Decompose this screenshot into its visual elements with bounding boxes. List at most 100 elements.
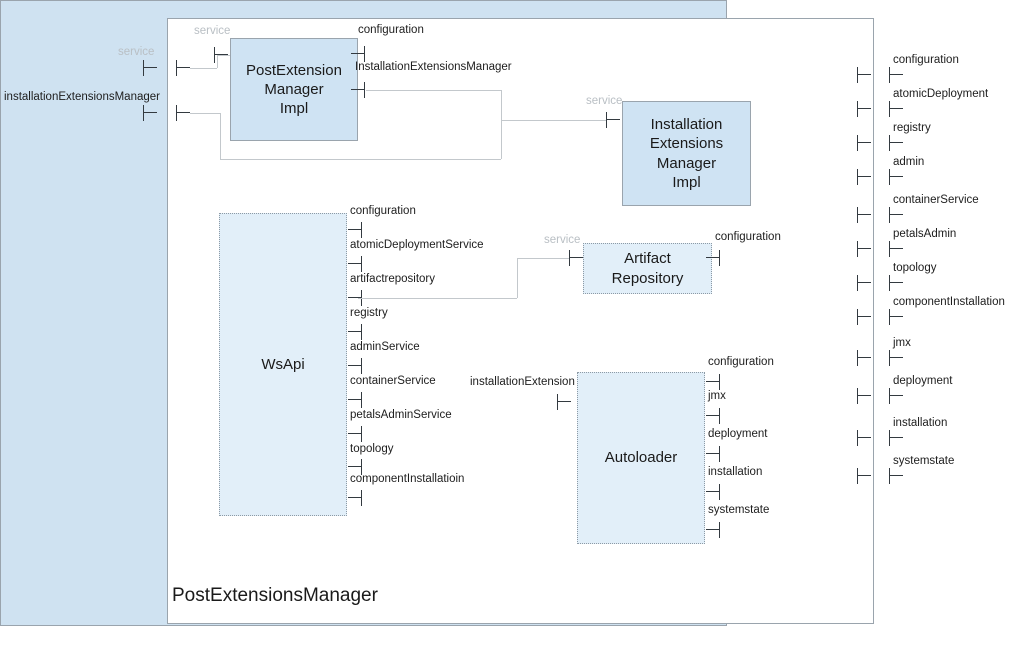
component-port-label-wsapi-admin-service: adminService: [350, 341, 420, 353]
component-port-wsapi-container-service[interactable]: [348, 392, 362, 408]
component-port-ar-configuration[interactable]: [706, 250, 720, 266]
external-port-label-installation-extensions-manager: installationExtensionsManager: [4, 91, 160, 103]
external-port-label-configuration: configuration: [893, 54, 959, 66]
component-port-label-wsapi-petals-admin-service: petalsAdminService: [350, 409, 452, 421]
external-port-label-component-installation: componentInstallation: [893, 296, 1005, 308]
component-label-autoloader: Autoloader: [604, 449, 678, 467]
component-installation-extensions-manager-impl[interactable]: Installation Extensions Manager Impl: [622, 101, 751, 206]
external-port-jmx-inner[interactable]: [857, 350, 871, 366]
component-port-wsapi-petals-admin-service[interactable]: [348, 426, 362, 442]
external-port-admin-inner[interactable]: [857, 169, 871, 185]
external-port-container-service-inner[interactable]: [857, 207, 871, 223]
delegation-line-service-h2: [217, 55, 233, 56]
external-port-configuration-outer[interactable]: [889, 67, 903, 83]
external-port-service-outer[interactable]: [143, 60, 157, 76]
component-port-autoloader-systemstate[interactable]: [706, 522, 720, 538]
external-port-admin-outer[interactable]: [889, 169, 903, 185]
external-port-label-container-service: containerService: [893, 194, 979, 206]
external-port-atomic-deployment-outer[interactable]: [889, 101, 903, 117]
component-ws-api[interactable]: WsApi: [219, 213, 347, 516]
external-port-container-service-outer[interactable]: [889, 207, 903, 223]
delegation-line-iem-v1: [220, 113, 221, 159]
component-port-autoloader-installation[interactable]: [706, 484, 720, 500]
external-port-component-installation-outer[interactable]: [889, 309, 903, 325]
external-port-topology-outer[interactable]: [889, 275, 903, 291]
assembly-line-pemi-iem-h1: [366, 90, 501, 91]
delegation-line-service-h1: [190, 68, 217, 69]
component-artifact-repository[interactable]: Artifact Repository: [583, 243, 712, 294]
external-port-deployment-inner[interactable]: [857, 388, 871, 404]
external-port-petals-admin-inner[interactable]: [857, 241, 871, 257]
page-title: PostExtensionsManager: [172, 585, 378, 606]
assembly-line-wsapi-ar-h1: [358, 298, 517, 299]
component-port-label-wsapi-configuration: configuration: [350, 205, 416, 217]
component-port-label-autoloader-systemstate: systemstate: [708, 504, 770, 516]
external-port-label-systemstate: systemstate: [893, 455, 955, 467]
external-port-component-installation-inner[interactable]: [857, 309, 871, 325]
external-port-registry-inner[interactable]: [857, 135, 871, 151]
external-port-label-service: service: [118, 46, 155, 58]
component-port-autoloader-configuration[interactable]: [706, 374, 720, 390]
component-label-post-extension-manager-impl: PostExtension Manager Impl: [246, 61, 342, 118]
component-port-autoloader-installation-extension[interactable]: [557, 394, 571, 410]
component-port-wsapi-configuration[interactable]: [348, 222, 362, 238]
external-port-systemstate-outer[interactable]: [889, 468, 903, 484]
external-port-label-petals-admin: petalsAdmin: [893, 228, 957, 240]
external-port-label-admin: admin: [893, 156, 925, 168]
component-port-label-pemi-service: service: [194, 25, 231, 37]
component-port-wsapi-admin-service[interactable]: [348, 358, 362, 374]
external-port-deployment-outer[interactable]: [889, 388, 903, 404]
external-port-petals-admin-outer[interactable]: [889, 241, 903, 257]
component-port-label-ar-service: service: [544, 234, 581, 246]
component-port-label-autoloader-deployment: deployment: [708, 428, 768, 440]
external-port-registry-outer[interactable]: [889, 135, 903, 151]
component-port-pemi-installation-extensions-manager[interactable]: [351, 82, 365, 98]
delegation-line-iem-h1: [190, 113, 220, 114]
component-autoloader[interactable]: Autoloader: [577, 372, 705, 544]
component-port-label-pemi-configuration: configuration: [358, 24, 424, 36]
component-port-label-autoloader-installation: installation: [708, 466, 763, 478]
component-port-wsapi-component-installatioin[interactable]: [348, 490, 362, 506]
component-port-label-autoloader-configuration: configuration: [708, 356, 774, 368]
external-port-systemstate-inner[interactable]: [857, 468, 871, 484]
external-port-installation-inner[interactable]: [857, 430, 871, 446]
component-port-pemi-configuration[interactable]: [351, 46, 365, 62]
external-port-topology-inner[interactable]: [857, 275, 871, 291]
delegation-line-iem-h2: [220, 159, 501, 160]
external-port-jmx-outer[interactable]: [889, 350, 903, 366]
component-port-wsapi-atomic-deployment-service[interactable]: [348, 256, 362, 272]
component-post-extension-manager-impl[interactable]: PostExtension Manager Impl: [230, 38, 358, 141]
component-port-label-wsapi-component-installatioin: componentInstallatioin: [350, 473, 465, 485]
component-port-autoloader-deployment[interactable]: [706, 446, 720, 462]
component-port-label-ar-configuration: configuration: [715, 231, 781, 243]
component-label-installation-extensions-manager-impl: Installation Extensions Manager Impl: [649, 116, 724, 191]
external-port-installation-extensions-manager-outer[interactable]: [143, 105, 157, 121]
component-port-pemi-service[interactable]: [214, 47, 228, 63]
component-port-label-iemi-service: service: [586, 95, 623, 107]
external-port-label-atomic-deployment: atomicDeployment: [893, 88, 989, 100]
external-port-installation-outer[interactable]: [889, 430, 903, 446]
assembly-line-pemi-iem-h2: [501, 120, 607, 121]
external-port-label-jmx: jmx: [893, 337, 911, 349]
component-port-label-wsapi-atomic-deployment-service: atomicDeploymentService: [350, 239, 484, 251]
external-port-installation-extensions-manager-inner[interactable]: [176, 105, 190, 121]
component-port-label-autoloader-jmx: jmx: [708, 390, 726, 402]
external-port-label-registry: registry: [893, 122, 931, 134]
external-port-configuration-inner[interactable]: [857, 67, 871, 83]
component-port-wsapi-topology[interactable]: [348, 459, 362, 475]
component-port-label-wsapi-artifactrepository: artifactrepository: [350, 273, 436, 285]
external-port-atomic-deployment-inner[interactable]: [857, 101, 871, 117]
component-port-wsapi-registry[interactable]: [348, 324, 362, 340]
component-port-label-wsapi-registry: registry: [350, 307, 388, 319]
component-port-label-wsapi-topology: topology: [350, 443, 394, 455]
external-port-service-inner[interactable]: [176, 60, 190, 76]
assembly-line-pemi-iem-v1: [501, 90, 502, 120]
assembly-line-wsapi-ar-h2: [517, 258, 569, 259]
component-port-iemi-service[interactable]: [606, 112, 620, 128]
component-port-ar-service[interactable]: [569, 250, 583, 266]
component-label-ws-api: WsApi: [261, 355, 305, 373]
component-port-autoloader-jmx[interactable]: [706, 408, 720, 424]
assembly-line-wsapi-ar-v1: [517, 258, 518, 298]
component-label-artifact-repository: Artifact Repository: [611, 250, 684, 287]
